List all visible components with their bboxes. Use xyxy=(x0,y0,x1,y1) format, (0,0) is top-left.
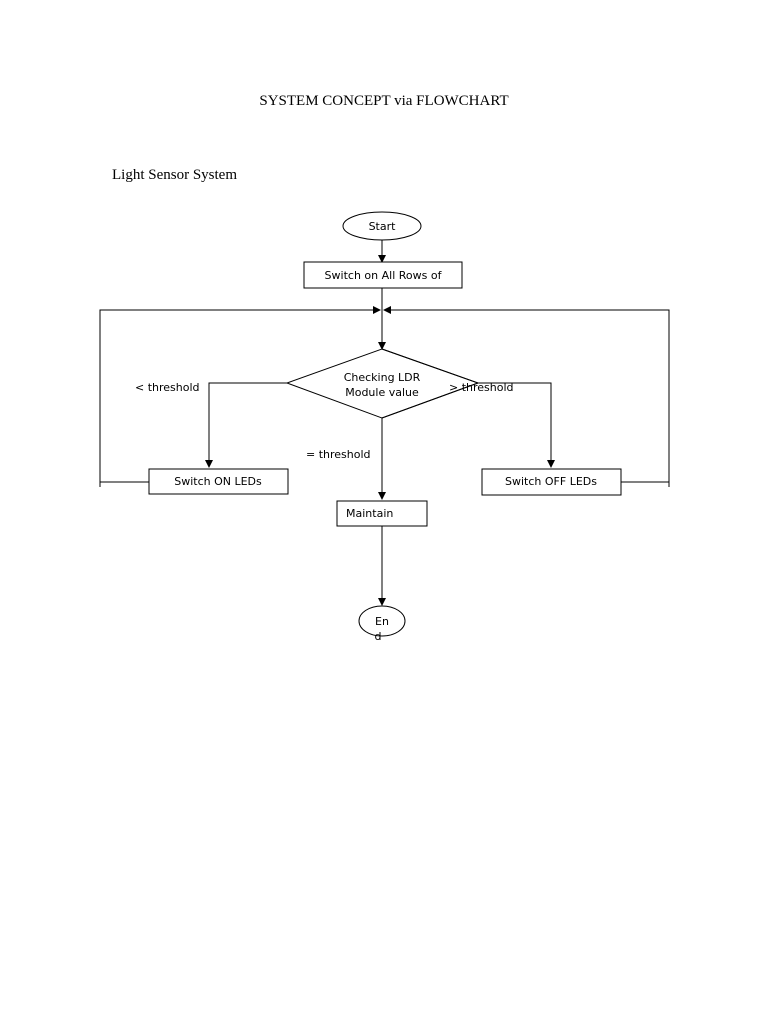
node-switch-on-rows: Switch on All Rows of xyxy=(303,261,463,289)
node-end: En d xyxy=(358,605,406,643)
edge-label-greater-than: > threshold xyxy=(449,381,514,394)
edge-decision-to-switch-on xyxy=(205,382,287,468)
connectors xyxy=(99,240,670,606)
edge-loop-right xyxy=(383,306,670,483)
node-switch-on-rows-label: Switch on All Rows of xyxy=(325,269,443,282)
node-decision-label-line1: Checking LDR xyxy=(344,371,421,384)
node-end-label-line1: En xyxy=(375,615,389,628)
edge-label-equal: = threshold xyxy=(306,448,371,461)
node-switch-off-leds: Switch OFF LEDs xyxy=(481,468,622,496)
node-decision-label-line2: Module value xyxy=(345,386,419,399)
node-switch-on-leds-label: Switch ON LEDs xyxy=(174,475,262,488)
edge-label-greater-than-group: > threshold xyxy=(449,381,514,394)
node-end-label-line2: d xyxy=(375,630,382,643)
edge-loop-left xyxy=(99,306,381,483)
node-switch-on-leds: Switch ON LEDs xyxy=(148,468,289,495)
edge-label-less-than: < threshold xyxy=(135,381,200,394)
node-switch-off-leds-label: Switch OFF LEDs xyxy=(505,475,597,488)
node-start-label: Start xyxy=(369,220,397,233)
node-decision-edge-overlay xyxy=(381,348,480,419)
edge-decision-to-switch-off xyxy=(478,382,555,468)
node-maintain: Maintain xyxy=(336,500,428,527)
page-title: SYSTEM CONCEPT via FLOWCHART xyxy=(259,93,509,109)
node-maintain-label: Maintain xyxy=(346,507,393,520)
section-subtitle: Light Sensor System xyxy=(112,167,238,183)
node-start: Start xyxy=(342,211,422,241)
